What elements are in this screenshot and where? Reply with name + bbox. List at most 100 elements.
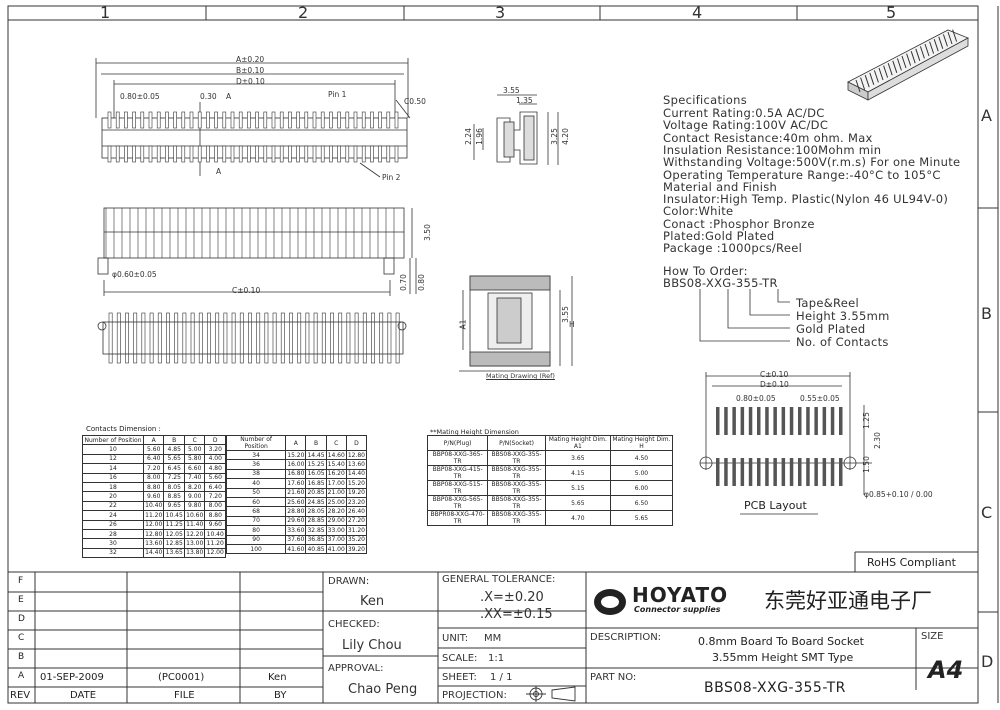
table-cell: 39.20 (345, 543, 368, 555)
table-cell: 11.20 (142, 510, 165, 521)
table-cell: BBP08-XXG-565-TR (426, 495, 489, 511)
table-cell: 26 (82, 519, 144, 530)
tolerance-xx: .XX=±0.15 (480, 607, 553, 622)
contact-pin (264, 312, 269, 364)
contact-pin (207, 312, 211, 364)
table-cell: 28 (82, 528, 144, 540)
table-cell: 32.85 (305, 525, 327, 536)
iso-contact (869, 72, 875, 85)
approval-value: Chao Peng (348, 682, 418, 697)
pcb-pad (724, 458, 728, 486)
iso-contact (878, 67, 884, 81)
table-cell: BBS08-XXG-355-TR (487, 465, 546, 481)
table-cell: 12.00 (142, 519, 165, 530)
table-cell: 50 (225, 487, 287, 498)
contact-pin (379, 312, 384, 364)
mating-h: H (569, 320, 575, 329)
table-cell: 41.00 (325, 543, 347, 555)
contact-pin (370, 111, 374, 129)
contact-pin (330, 312, 334, 364)
contact-pin (132, 145, 136, 163)
table-cell: 18 (82, 481, 144, 493)
table-cell: 100 (225, 543, 287, 555)
iso-contact (860, 77, 866, 90)
end-h3: 3.25 (549, 128, 559, 145)
iso-contact (952, 29, 958, 42)
section-mark-bottom: A (216, 167, 222, 176)
zone-col-1: 1 (100, 3, 111, 22)
contact-pin (215, 312, 220, 364)
description-line2: 3.55mm Height SMT Type (712, 651, 854, 664)
table-cell: 5.15 (544, 480, 611, 496)
rev-letter: B (18, 652, 25, 662)
contact-pin (140, 145, 145, 163)
iso-contact (906, 53, 912, 66)
contact-pin (247, 145, 251, 163)
part-no-label: PART NO: (590, 672, 637, 683)
pcb-pad (773, 458, 777, 486)
contact-pin (394, 111, 399, 129)
contact-pin (296, 145, 300, 163)
contact-pin (125, 312, 129, 364)
section-mark-top: A (226, 92, 232, 101)
iso-contact (929, 41, 935, 54)
pcb-pad (830, 458, 835, 486)
spec-line: Insulation Resistance:100Mohm min (663, 142, 882, 157)
table-header: Number of Position (225, 435, 287, 451)
contact-pin (378, 145, 382, 163)
rev-letter: D (18, 614, 25, 624)
table-cell: 12.85 (163, 538, 185, 549)
pcb-v3: 1.50 (861, 456, 871, 473)
pin1-label: Pin 1 (328, 90, 347, 99)
table-cell: 21.60 (285, 487, 307, 498)
table-cell: 22 (82, 500, 144, 512)
table-header: D (204, 434, 226, 446)
dim-radius: C0.50 (404, 97, 426, 106)
contact-pin (354, 312, 359, 364)
table-cell: 10.45 (163, 510, 185, 521)
contact-pin (338, 312, 343, 364)
contact-pin (248, 312, 252, 364)
rev-a-by: Ken (268, 672, 287, 683)
contact-pin (132, 111, 136, 129)
end-h4: 4.20 (560, 128, 570, 145)
pcb-pad (773, 407, 777, 435)
contact-pin (140, 111, 145, 129)
spec-heading: Specifications (663, 93, 748, 107)
contact-pin (255, 145, 259, 163)
end-h1: 2.24 (463, 128, 473, 145)
table-cell: 16.20 (325, 468, 347, 480)
contact-pin (329, 145, 333, 163)
table-header: D (345, 435, 368, 451)
contact-pin (320, 111, 325, 129)
pcb-pad (789, 407, 794, 435)
contact-pin (115, 111, 120, 129)
table-cell: 32 (82, 547, 144, 559)
spec-line: Package :1000pcs/Reel (663, 241, 803, 256)
table-cell: 17.00 (325, 478, 347, 489)
contacts-table-title: Contacts Dimension : (86, 425, 161, 433)
table-cell: 9.60 (204, 519, 226, 530)
table-cell: 9.60 (142, 491, 165, 502)
dim-c: C±0.10 (232, 286, 261, 295)
side-view-outline (97, 207, 417, 296)
zone-col-5: 5 (886, 3, 897, 22)
table-cell: 12.80 (142, 528, 165, 540)
end-w2: 1.35 (516, 96, 533, 105)
table-cell: 24 (82, 510, 144, 521)
contact-pin (386, 111, 391, 129)
spec-line: Material and Finish (663, 179, 778, 194)
iso-contact (855, 79, 861, 93)
company-logo (594, 589, 626, 615)
contact-pin (230, 111, 235, 129)
sheet-label: SHEET: (442, 672, 477, 683)
iso-contact (901, 55, 907, 69)
